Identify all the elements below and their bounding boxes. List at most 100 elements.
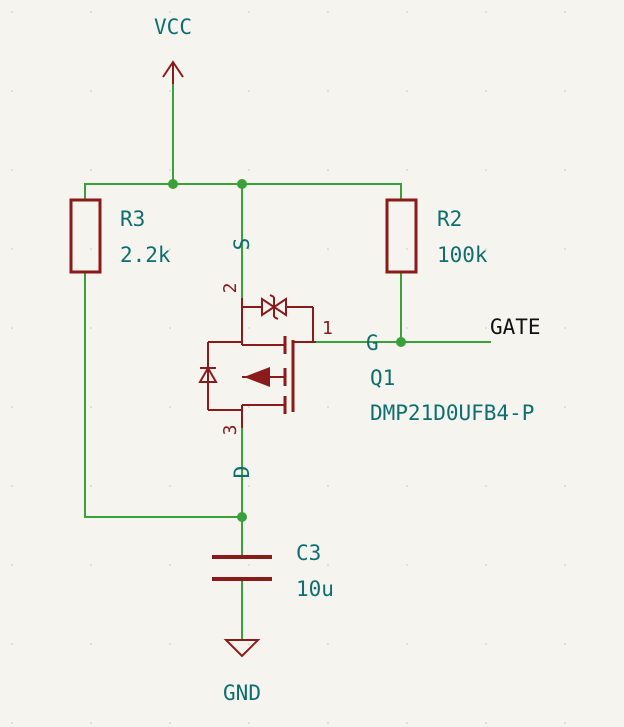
wires [84,81,491,641]
grid-dot [564,643,566,645]
grid-dot [90,722,92,724]
grid-dot [169,643,171,645]
grid-dot [248,11,250,13]
grid-dot [248,406,250,408]
q1-ref-label: Q1 [370,366,395,390]
grid-dot [11,643,13,645]
grid-dot [90,643,92,645]
resistor-r2-body[interactable] [385,198,418,274]
grid-dot [90,90,92,92]
junction-vcc [168,179,178,189]
r3-ref-label: R3 [120,207,145,231]
grid-dot [406,11,408,13]
c3-value-label: 10u [296,577,334,601]
grid-dot [169,564,171,566]
grid-dot [485,90,487,92]
q1-pin-d-name: D [230,466,254,479]
grid-dot [485,406,487,408]
mosfet-q1-body[interactable] [198,294,316,428]
grid-dot [90,169,92,171]
vcc-arrow-icon [162,60,184,78]
q1-channel-arrow-icon [244,367,270,387]
grid-dot [406,90,408,92]
junction-gate [396,337,406,347]
q1-pin-g-num: 1 [322,318,333,339]
q1-tvs-bar-hook-bottom [273,316,279,320]
grid-dot [406,643,408,645]
c3-ref-label: C3 [296,541,321,565]
junctions [168,179,406,522]
vcc-label: VCC [154,15,192,39]
grid-dot [11,564,13,566]
grid-dot [248,248,250,250]
gate-net-label[interactable]: GATE [490,315,541,339]
grid-dot [169,485,171,487]
grid-dot [169,722,171,724]
gnd-label: GND [223,681,261,705]
grid-dot [169,169,171,171]
grid-dot [406,327,408,329]
grid-dot [327,406,329,408]
grid-dot [406,248,408,250]
grid-dot [11,90,13,92]
grid-dot [564,248,566,250]
grid-dot [564,722,566,724]
q1-pin-s-num: 2 [220,283,241,294]
gnd-triangle-icon [223,639,261,658]
capacitor-c3-body[interactable] [212,555,272,581]
grid-dot [564,327,566,329]
grid-dot [406,564,408,566]
grid-dot [485,485,487,487]
grid-dot [169,248,171,250]
grid-dot [485,564,487,566]
grid-dot [169,327,171,329]
grid-dot [564,406,566,408]
grid-dot [248,169,250,171]
grid-dot [327,248,329,250]
r3-value-label: 2.2k [120,243,171,267]
q1-tvs-bar-hook-top [269,294,275,298]
grid-dot [327,90,329,92]
grid-dot [90,485,92,487]
grid-dot [564,564,566,566]
grid-dot [485,327,487,329]
grid-dot [248,327,250,329]
grid-dot [406,169,408,171]
grid-dot [11,485,13,487]
gnd-symbol[interactable] [223,639,261,658]
grid-dot [327,722,329,724]
q1-pin-d-num: 3 [220,425,241,436]
grid-dot [169,90,171,92]
grid-dot [327,485,329,487]
grid-dot [248,722,250,724]
grid-dot [248,643,250,645]
grid-dot [90,248,92,250]
grid-dot [327,169,329,171]
grid-dot [90,11,92,13]
vcc-symbol[interactable] [162,60,184,84]
r2-ref-label: R2 [437,207,462,231]
q1-pin-g-name: G [366,331,379,355]
grid-dot [90,327,92,329]
junction-drain [237,512,247,522]
resistor-r3-body[interactable] [69,198,102,274]
grid-dot [406,722,408,724]
grid-dot [11,248,13,250]
grid-dot [169,11,171,13]
grid-dot [169,406,171,408]
grid-dot [248,485,250,487]
q1-value-label: DMP21D0UFB4-P [370,401,534,425]
grid-dot [327,564,329,566]
grid-dots [11,11,566,724]
grid-dot [11,327,13,329]
junction-source [237,179,247,189]
q1-tvs-diode-right-icon [272,297,287,317]
grid-dot [327,643,329,645]
grid-dot [11,722,13,724]
grid-dot [564,169,566,171]
q1-body-diode-icon [198,365,218,383]
grid-dot [11,11,13,13]
grid-dot [248,90,250,92]
grid-dot [485,248,487,250]
grid-dot [485,11,487,13]
